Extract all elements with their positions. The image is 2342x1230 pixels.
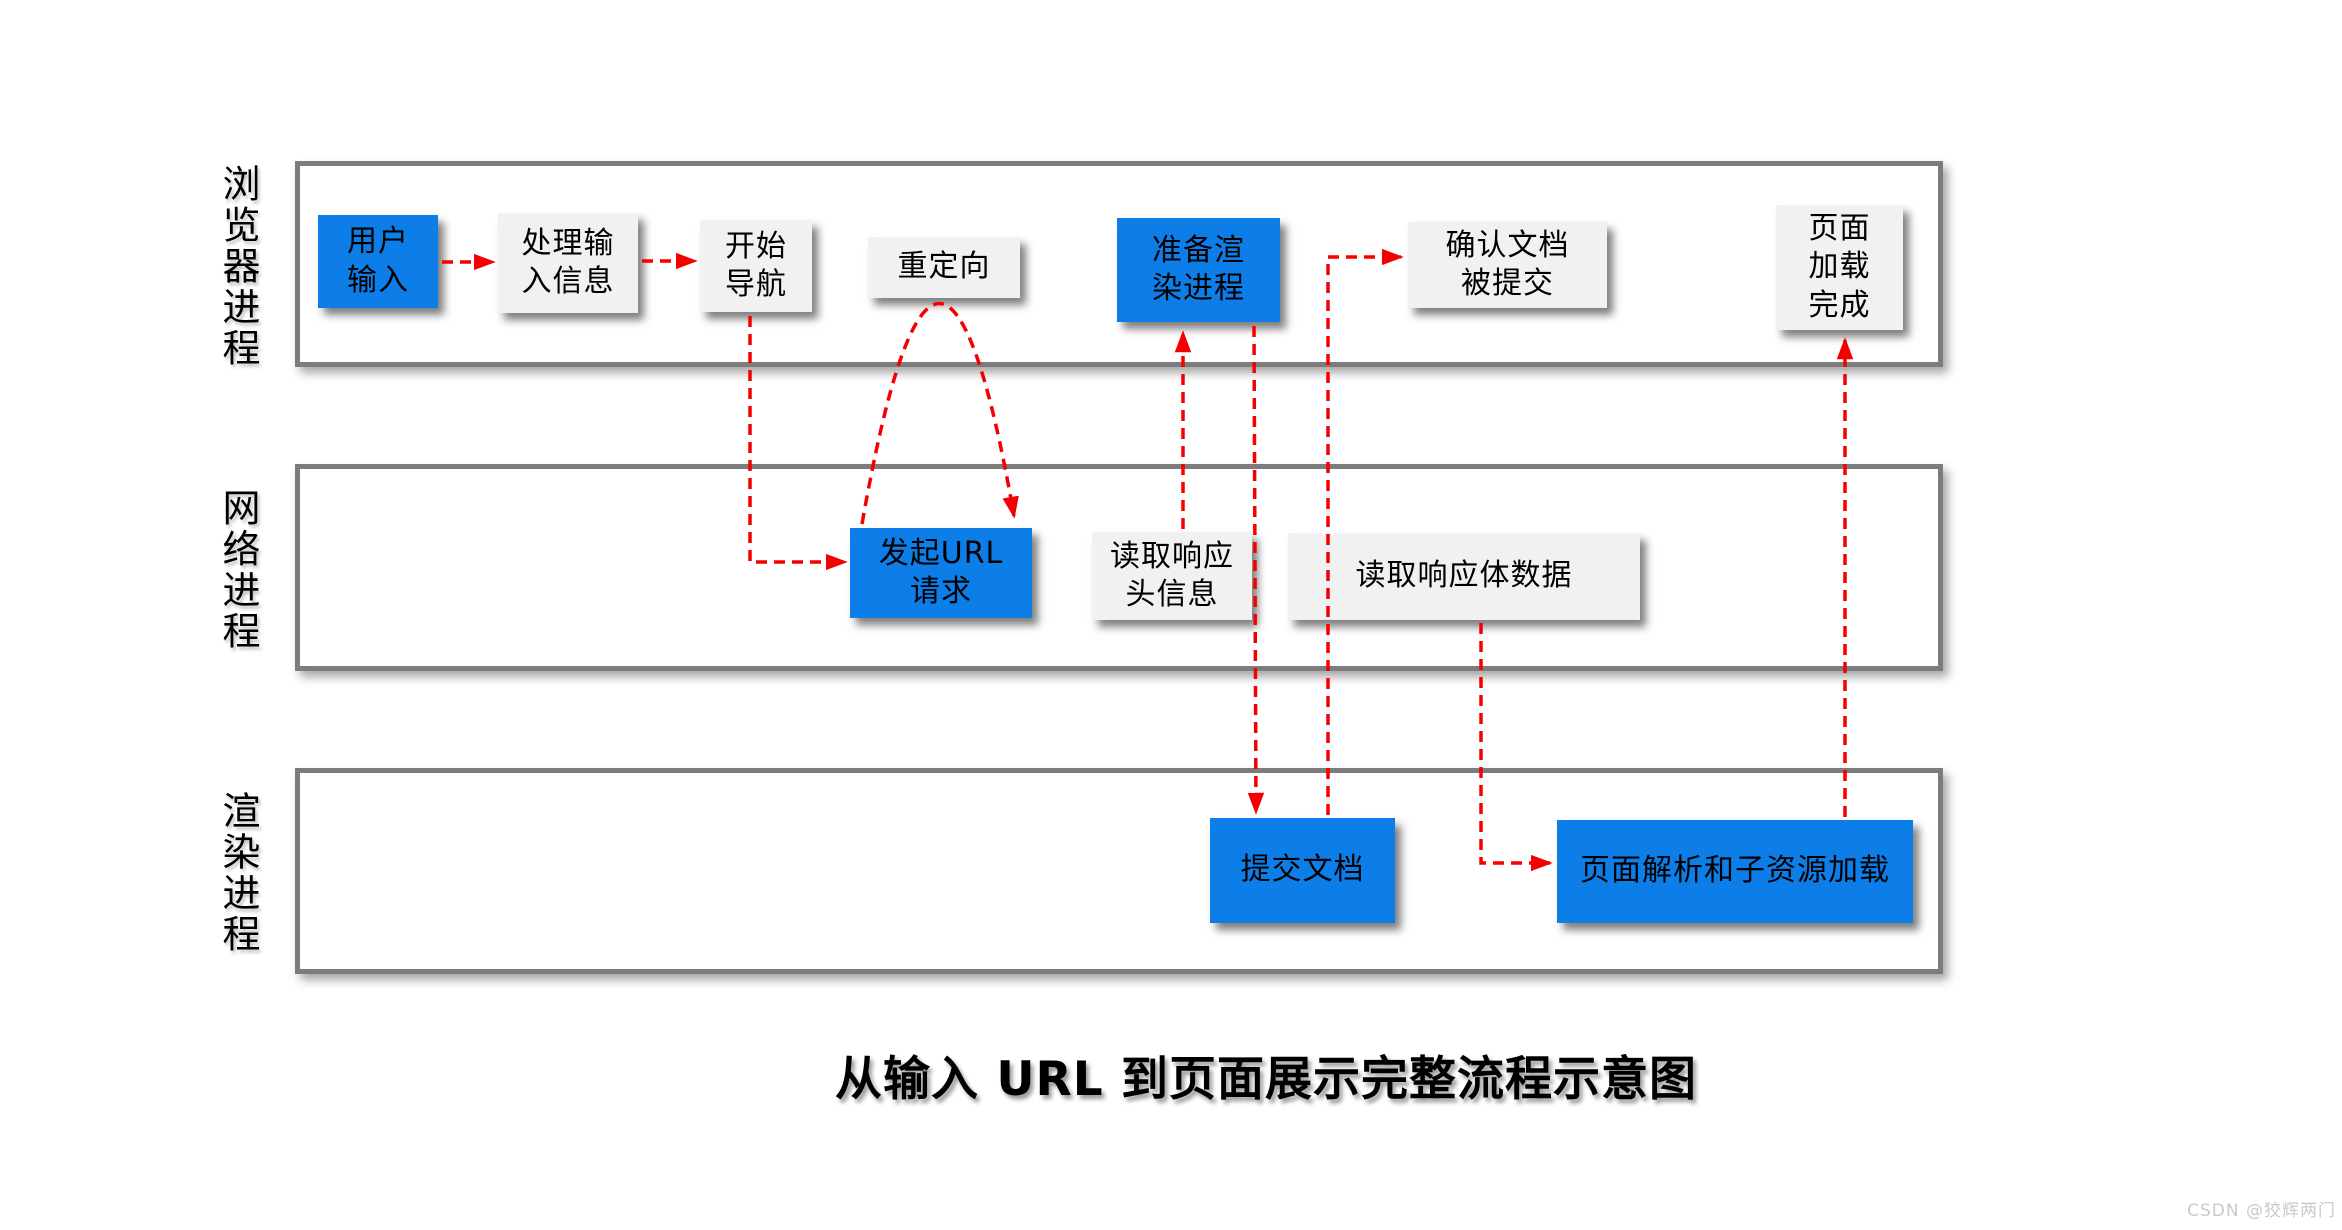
watermark: CSDN @狡辉两门 (2187, 1201, 2336, 1221)
node-page-load-complete: 页面 加载 完成 (1776, 205, 1903, 330)
node-page-parsing-subresource-loading: 页面解析和子资源加载 (1557, 820, 1913, 923)
node-redirect: 重定向 (868, 237, 1020, 298)
node-process-input-info: 处理输 入信息 (498, 213, 638, 313)
lane-label-network-process: 网络进程 (216, 488, 260, 652)
diagram-title: 从输入 URL 到页面展示完整流程示意图 (835, 1052, 1698, 1107)
node-read-response-body: 读取响应体数据 (1288, 533, 1640, 620)
node-user-input: 用户 输入 (318, 215, 438, 308)
node-start-navigation: 开始 导航 (700, 220, 812, 312)
node-commit-document: 提交文档 (1210, 818, 1395, 923)
node-read-response-headers: 读取响应 头信息 (1092, 532, 1252, 620)
node-initiate-url-request: 发起URL 请求 (850, 528, 1032, 618)
node-confirm-document-committed: 确认文档 被提交 (1408, 222, 1607, 308)
lane-label-renderer-process: 渲染进程 (216, 791, 260, 955)
node-prepare-renderer-process: 准备渲 染进程 (1117, 218, 1280, 322)
lane-label-browser-process: 浏览器进程 (216, 164, 260, 369)
